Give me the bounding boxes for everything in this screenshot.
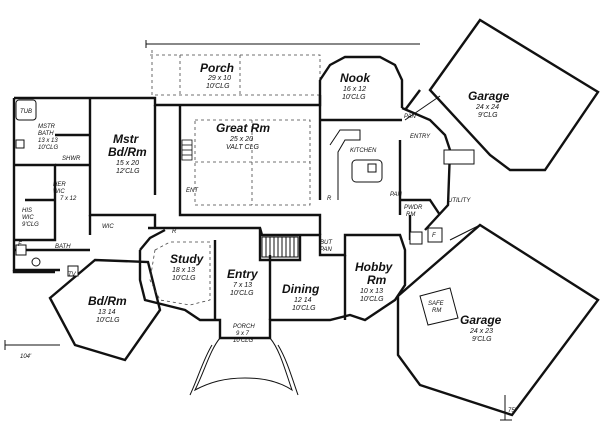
label-wic: WIC	[102, 224, 114, 230]
fireplace	[181, 139, 193, 161]
dining-name: Dining	[282, 282, 320, 296]
porch-dims: 29 x 10	[207, 75, 231, 82]
label-r2: R	[172, 229, 177, 235]
mstr-bdrm-name: Mstr	[113, 132, 140, 146]
dining-clg: 10'CLG	[292, 305, 316, 312]
hobby-rm-clg: 10'CLG	[360, 296, 384, 303]
her-wic-name: HER	[53, 182, 66, 188]
label-r: R	[327, 196, 332, 202]
interior-walls	[14, 98, 441, 320]
exterior-walls	[12, 55, 452, 340]
porch-front-name: PORCH	[233, 324, 255, 330]
label-rm: RM	[406, 212, 415, 218]
garage-bottom-dims: 24 x 23	[469, 328, 493, 335]
mstr-bdrm-name2: Bd/Rm	[108, 145, 147, 159]
label-but: BUT	[320, 240, 333, 246]
porch-name: Porch	[200, 61, 234, 75]
label-tv: TV	[68, 272, 77, 278]
dining-dims: 12 14	[294, 297, 312, 304]
study-dims: 18 x 13	[172, 267, 195, 274]
kitchen-island	[329, 129, 383, 200]
label-safe-rm: RM	[432, 308, 441, 314]
label-pan3: PAN	[320, 247, 333, 253]
nook-clg: 10'CLG	[342, 94, 366, 101]
mstr-bath-name: MSTR	[38, 124, 56, 130]
study-name: Study	[170, 252, 205, 266]
garage-top-dims: 24 x 24	[475, 104, 499, 111]
porch-clg: 10'CLG	[206, 83, 230, 90]
label-bath: BATH	[55, 244, 71, 250]
great-rm-clg: VALT CLG	[226, 144, 259, 151]
label-f2: F	[432, 233, 436, 239]
bdrm-dims: 13 14	[98, 309, 116, 316]
mstr-bdrm-clg: 12'CLG	[116, 168, 140, 175]
porch-area	[150, 50, 321, 96]
mstr-bath-name2: BATH	[38, 131, 54, 137]
mstr-bath-dims: 13 x 13	[38, 138, 58, 144]
label-ent: ENT	[186, 188, 199, 194]
garage-bottom	[396, 223, 600, 417]
safe-room	[419, 287, 459, 326]
vaulted-ceiling-lines	[194, 119, 311, 206]
her-wic-dims: 7 x 12	[60, 196, 77, 202]
great-rm-dims: 25 x 20	[229, 136, 253, 143]
nook-dims: 16 x 12	[343, 86, 366, 93]
dimension-lines	[4, 40, 512, 421]
label-utility: UTILITY	[448, 198, 471, 204]
mstr-bdrm-dims: 15 x 20	[116, 160, 139, 167]
hobby-rm-dims: 10 x 13	[360, 288, 383, 295]
entry-clg: 10'CLG	[230, 290, 254, 297]
entry-dims: 7 x 13	[233, 282, 252, 289]
garage-top	[404, 18, 600, 172]
room-labels: Porch 29 x 10 10'CLG Nook 16 x 12 10'CLG…	[22, 61, 510, 344]
label-f1: F	[18, 242, 22, 248]
garage-top-name: Garage	[468, 89, 510, 103]
porch-front-clg: 10'CLG	[233, 338, 253, 344]
front-steps	[189, 337, 299, 396]
label-pan2: PAN	[390, 192, 403, 198]
nook-name: Nook	[340, 71, 371, 85]
label-dim-left: 104'	[20, 354, 32, 360]
label-entry-small: ENTRY	[410, 134, 431, 140]
his-wic-name: HIS	[22, 208, 32, 214]
his-wic-clg: 9'CLG	[22, 222, 39, 228]
garage-top-clg: 9'CLG	[478, 112, 498, 119]
bedroom-wing	[12, 258, 162, 362]
label-pan1: PAN	[404, 114, 417, 120]
porch-front-dims: 9 x 7	[236, 331, 250, 337]
label-tub: TUB	[20, 109, 32, 115]
garage-bottom-clg: 9'CLG	[472, 336, 492, 343]
label-shwr: SHWR	[62, 156, 81, 162]
study-clg: 10'CLG	[172, 275, 196, 282]
her-wic-name2: WIC	[53, 189, 65, 195]
label-safe: SAFE	[428, 301, 445, 307]
staircase	[261, 236, 299, 258]
label-kitchen: KITCHEN	[350, 148, 377, 154]
garage-bottom-name: Garage	[460, 313, 502, 327]
mstr-bath-clg: 10'CLG	[38, 145, 58, 151]
bdrm-name: Bd/Rm	[88, 294, 127, 308]
label-pwdr: PWDR	[404, 205, 423, 211]
bath-fixtures	[15, 99, 475, 277]
small-labels: TUB SHWR WIC BATH F F TV ENT KITCHEN PAN…	[18, 109, 517, 414]
great-rm-name: Great Rm	[216, 121, 270, 135]
hobby-rm-name2: Rm	[367, 273, 387, 287]
bdrm-clg: 10'CLG	[96, 317, 120, 324]
his-wic-name2: WIC	[22, 215, 34, 221]
entry-name: Entry	[227, 267, 259, 281]
hobby-rm-name: Hobby	[355, 260, 394, 274]
label-dim-right: 75'	[508, 408, 517, 414]
